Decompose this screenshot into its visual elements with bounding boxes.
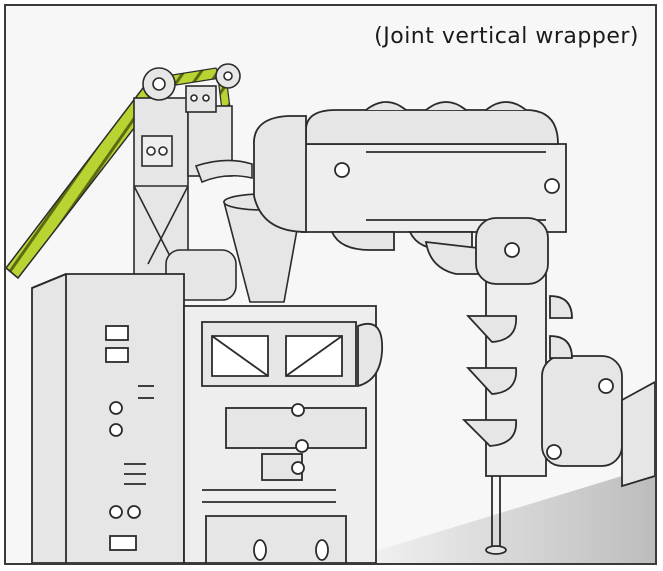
bucket-elevator-icon: [253, 101, 655, 555]
caption-label: (Joint vertical wrapper): [374, 24, 639, 49]
joint-vertical-wrapper-machine-icon: [31, 273, 383, 563]
floor-shadow: [336, 466, 655, 563]
joint-vertical-wrapper-illustration: [6, 63, 655, 563]
illustration-frame: (Joint vertical wrapper): [4, 4, 657, 565]
